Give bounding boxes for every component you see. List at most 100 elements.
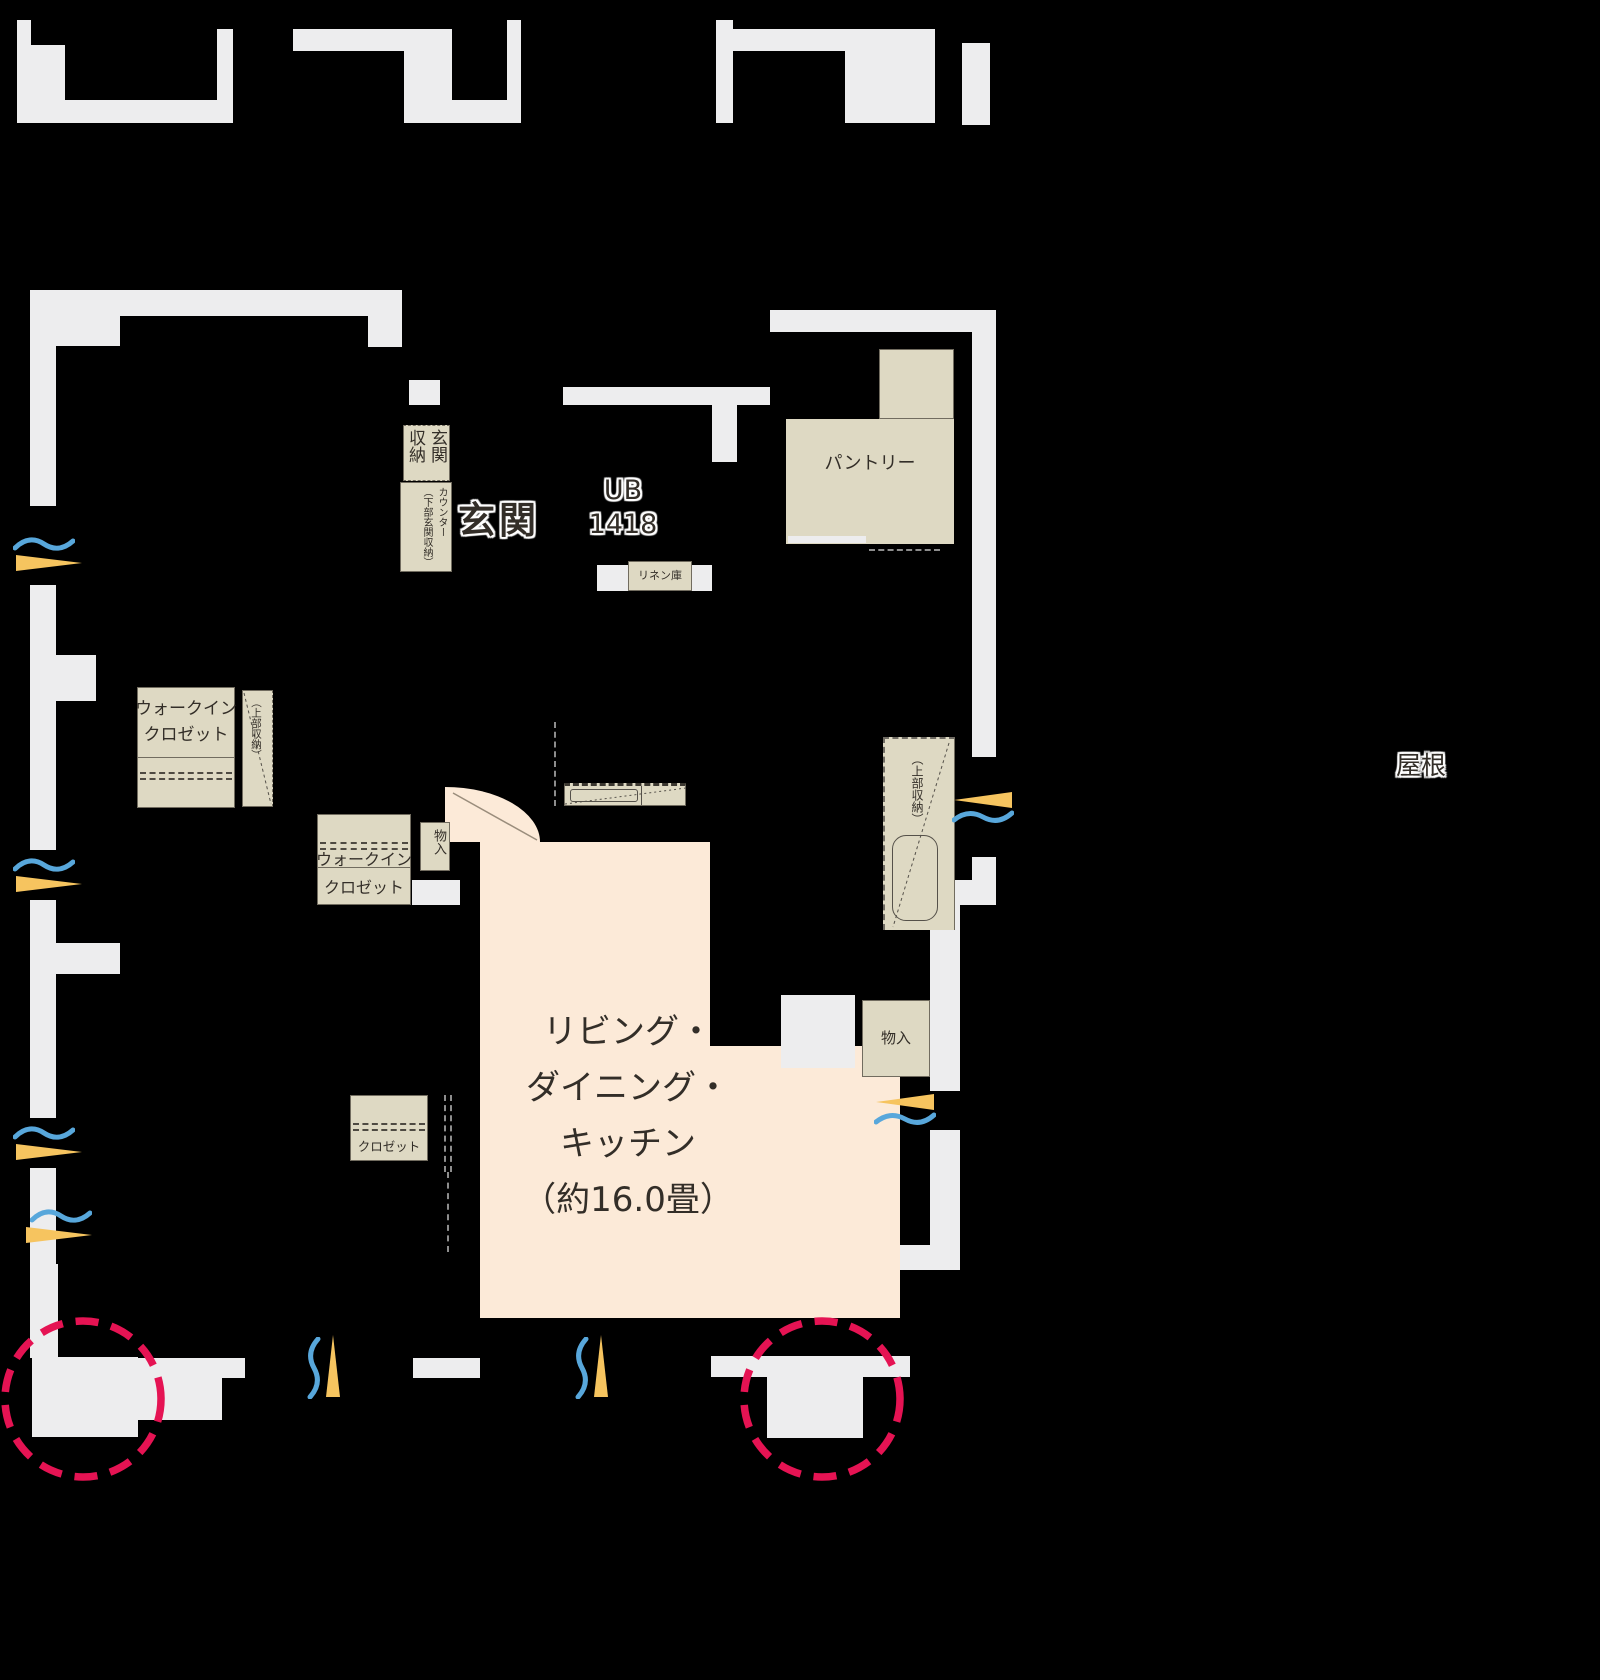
walkin-closet-1-line: クロゼット (143, 725, 229, 745)
sunlight-icon (16, 555, 82, 571)
storage-small-box: 物入 (420, 822, 450, 871)
entrance-counter-cabinet: カウンター （下部玄関収納） (400, 482, 452, 572)
wall-segment (30, 585, 56, 850)
sunlight-icon (876, 1094, 934, 1110)
wall-segment (412, 880, 460, 905)
slope-line (243, 692, 272, 805)
breeze-icon (952, 810, 1014, 823)
pantry-cabinet (879, 349, 954, 419)
walkin-closet-1-line: ウォークイン (135, 699, 237, 719)
wall-segment (404, 100, 520, 123)
sunlight-icon (16, 876, 82, 892)
entrance-counter-label: （下部玄関収納） (421, 487, 432, 567)
hanger-pipe-dash (320, 842, 408, 850)
wall-segment (770, 310, 996, 332)
wall-segment (138, 1358, 245, 1378)
breeze-icon (874, 1112, 936, 1125)
closet-upper-storage-label: （上部収納） (250, 697, 262, 760)
pantry-area: パントリー (786, 419, 954, 544)
roof-label: 屋根 (1396, 751, 1447, 780)
pantry-threshold (788, 536, 866, 543)
wall-segment (31, 45, 65, 123)
breeze-icon (13, 1126, 75, 1140)
counter-inset (570, 789, 638, 802)
wall-segment (905, 29, 935, 123)
breeze-icon (30, 1209, 92, 1223)
unit-bath-line: UB (603, 475, 643, 506)
walkin-closet-2-line: ウォークイン (315, 850, 412, 869)
pantry-label: パントリー (824, 453, 916, 474)
walkin-closet-1: ウォークイン クロゼット (135, 687, 237, 808)
wall-segment (962, 43, 990, 125)
entrance-storage-cabinet: 玄関 収納 (403, 425, 450, 481)
wall-segment (30, 316, 56, 506)
wall-segment (930, 1130, 960, 1248)
linen-closet-box: リネン庫 (628, 561, 692, 591)
wall-segment (56, 943, 120, 974)
entrance-counter-label: カウンター (436, 487, 447, 537)
wall-segment (30, 1264, 58, 1358)
wall-segment (507, 20, 521, 123)
hall-counter (564, 783, 687, 806)
ldk-label-line: キッチン (560, 1124, 696, 1164)
kitchen-sink (892, 835, 938, 921)
wall-segment (368, 290, 402, 347)
kitchen-counter: （上部収納） (883, 737, 955, 930)
walkin-closet-1-label: ウォークイン クロゼット (130, 696, 242, 748)
partition-dash (554, 722, 556, 806)
sunlight-icon (26, 1227, 92, 1243)
wall-segment (845, 51, 905, 123)
linen-closet-label: リネン庫 (638, 569, 682, 582)
wall-segment (711, 1356, 910, 1377)
wall-segment (890, 1245, 960, 1270)
wall-segment (413, 1358, 480, 1378)
entrance-storage-label: 玄関 (427, 429, 447, 463)
counter-divider (641, 786, 642, 805)
wall-segment (65, 100, 217, 123)
wall-segment (30, 900, 56, 1118)
sunlight-icon (326, 1335, 340, 1397)
porch-step (767, 1377, 863, 1438)
shelf-line (318, 867, 410, 868)
highlight-circle (1, 1317, 165, 1481)
highlight-circle (740, 1317, 904, 1481)
wall-segment (56, 316, 120, 346)
partition-dash (450, 1095, 452, 1172)
wall-segment (712, 387, 737, 462)
wall-segment (30, 290, 392, 316)
storage-small-label: 物入 (431, 829, 446, 855)
room-ldk-label: リビング・ ダイニング・ キッチン （約16.0畳） (448, 1004, 808, 1228)
breeze-icon (307, 1337, 321, 1399)
pantry-opening-dash (869, 549, 940, 551)
hanger-pipe-dash (140, 772, 232, 780)
breeze-icon (13, 537, 75, 551)
ldk-label-line: ダイニング・ (526, 1068, 730, 1108)
wall-segment (56, 655, 96, 701)
storage-ldk-label: 物入 (880, 1029, 911, 1047)
closet-box: クロゼット (350, 1095, 428, 1161)
ldk-label-line: リビング・ (543, 1012, 713, 1052)
hanger-pipe-dash (353, 1123, 425, 1131)
room-ldk (480, 842, 710, 1046)
wall-segment (733, 29, 905, 51)
wall-segment (716, 20, 733, 123)
wall-segment (217, 29, 233, 123)
wall-segment (972, 332, 996, 757)
wall-segment (17, 20, 31, 123)
wall-segment (293, 29, 452, 51)
wall-segment (563, 387, 770, 405)
wall-segment (972, 857, 996, 883)
walkin-closet-2-line: クロゼット (323, 878, 404, 897)
breeze-icon (575, 1337, 589, 1399)
closet-label: クロゼット (357, 1139, 421, 1154)
sunlight-icon (16, 1144, 82, 1160)
sunlight-icon (954, 792, 1012, 808)
unit-bath-line: 1418 (588, 509, 658, 540)
room-ldk (480, 1046, 900, 1318)
sunlight-icon (594, 1335, 608, 1397)
kitchen-upper-storage-label: （上部収納） (910, 753, 924, 825)
closet-upper-storage: （上部収納） (242, 690, 273, 807)
partition-dash (447, 1172, 449, 1252)
walkin-closet-2-label: ウォークイン クロゼット (308, 846, 420, 902)
